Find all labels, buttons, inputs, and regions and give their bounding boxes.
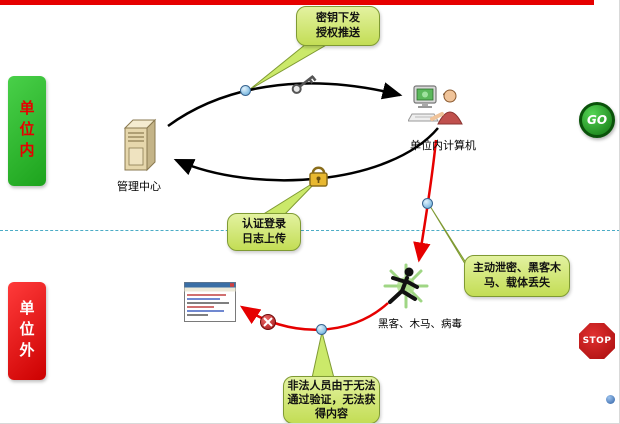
callout-line: 主动泄密、黑客木 bbox=[473, 261, 561, 275]
callout-line: 通过验证，无法获 bbox=[287, 392, 376, 406]
callout-tail-auth-login bbox=[260, 179, 319, 216]
go-sign-label: GO bbox=[586, 113, 608, 127]
callout-line: 非法人员由于无法 bbox=[287, 378, 376, 392]
callout-illegal-user: 非法人员由于无法 通过验证，无法获 得内容 bbox=[283, 376, 380, 423]
callout-leak-risk: 主动泄密、黑客木 马、载体丢失 bbox=[464, 255, 570, 297]
arrow-key-distribution bbox=[167, 82, 403, 128]
callout-line: 日志上传 bbox=[242, 232, 286, 245]
zone-divider-line bbox=[0, 230, 619, 231]
connector-dot-key bbox=[240, 85, 251, 96]
stop-sign-inner: STOP bbox=[579, 323, 615, 359]
stop-sign-label: STOP bbox=[582, 336, 612, 346]
corner-dot bbox=[606, 395, 615, 404]
prohibition-icon bbox=[260, 314, 276, 330]
callout-auth-login: 认证登录 日志上传 bbox=[227, 213, 301, 251]
document-window-icon bbox=[184, 282, 236, 326]
connector-dot-blocked bbox=[316, 324, 327, 335]
stop-sign: STOP bbox=[577, 321, 617, 361]
hacker-icon bbox=[378, 260, 434, 320]
inside-computer-label: 单位内计算机 bbox=[410, 139, 476, 152]
top-accent-bar bbox=[0, 0, 594, 5]
hacker-label: 黑客、木马、病毒 bbox=[378, 318, 462, 330]
callout-line: 密钥下发 bbox=[316, 11, 360, 25]
callout-line: 授权推送 bbox=[316, 26, 360, 39]
computer-user-icon bbox=[407, 84, 470, 140]
callout-line: 马、载体丢失 bbox=[484, 276, 550, 289]
zone-outside-label: 单位外 bbox=[8, 282, 46, 380]
key-icon bbox=[291, 75, 317, 94]
server-icon bbox=[116, 118, 162, 180]
zone-inside-label: 单位内 bbox=[8, 76, 46, 186]
connector-dot-attack bbox=[422, 198, 433, 209]
management-center-label: 管理中心 bbox=[117, 180, 161, 193]
callout-tail-key-push bbox=[248, 43, 330, 91]
callout-line: 认证登录 bbox=[242, 217, 286, 231]
lock-icon bbox=[309, 166, 328, 187]
callout-key-push: 密钥下发 授权推送 bbox=[296, 6, 380, 46]
callout-tail-illegal bbox=[311, 331, 335, 379]
go-sign: GO bbox=[579, 102, 615, 138]
arrow-auth-return bbox=[173, 127, 439, 182]
callout-line: 得内容 bbox=[315, 407, 348, 421]
